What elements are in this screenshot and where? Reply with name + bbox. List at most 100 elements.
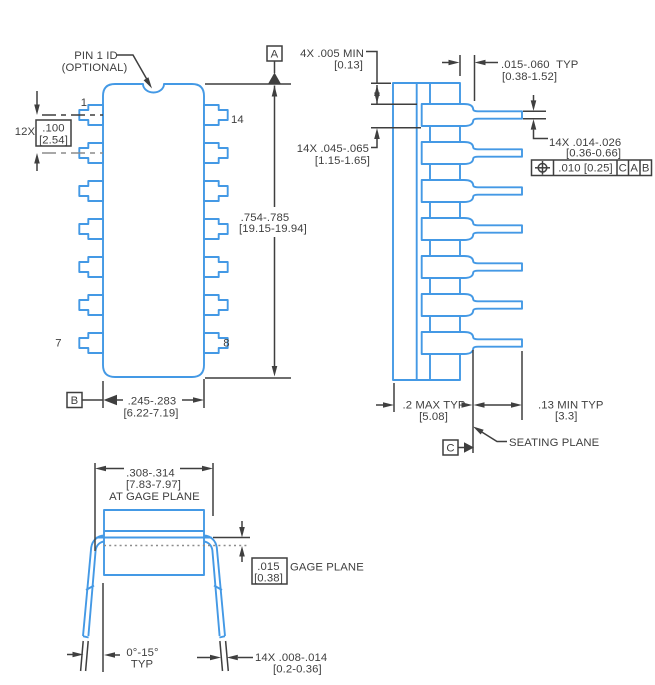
arrowhead-left xyxy=(474,59,486,66)
pin-number-8: 8 xyxy=(223,338,229,350)
arrowhead-left xyxy=(95,465,106,472)
arrowhead-left xyxy=(226,654,238,661)
pin xyxy=(203,180,229,202)
arrowhead-down xyxy=(530,100,537,111)
spread-dim-inch: .308-.314 xyxy=(126,468,175,480)
lead-angle-note: TYP xyxy=(131,659,153,671)
ext-line xyxy=(79,640,84,672)
body-depth-mm: [5.08] xyxy=(419,411,448,423)
arrowhead-right xyxy=(193,397,204,403)
pitch-dim-box xyxy=(35,119,72,147)
end-body-outline xyxy=(103,509,205,576)
pin xyxy=(203,256,229,278)
lead xyxy=(420,331,523,355)
seating-plane-label: SEATING PLANE xyxy=(509,437,600,449)
lead xyxy=(420,141,523,165)
lead-thick-label: 14X .045-.065 xyxy=(297,143,369,155)
body-depth-label: .2 MAX TYP xyxy=(403,400,466,412)
gage-plane-label: GAGE PLANE xyxy=(290,562,364,574)
pin xyxy=(78,256,104,278)
arrowhead-down xyxy=(374,92,380,104)
front-right-pins xyxy=(203,104,229,354)
arrowhead-right xyxy=(202,465,213,472)
lead xyxy=(420,255,523,279)
length-dim-mm: [19.15-19.94] xyxy=(239,223,307,235)
pin-number-14: 14 xyxy=(231,114,244,126)
side-view: 4X .005 MIN [0.13] 14X .045-.065 [1.15-1… xyxy=(297,48,653,456)
arrowhead-up xyxy=(374,128,380,139)
fcf-datum-2: A xyxy=(630,163,638,175)
lead-len-mm: [3.3] xyxy=(555,411,577,423)
lead-width-mm: [0.36-0.66] xyxy=(566,148,621,160)
lead-width-leader xyxy=(532,129,548,140)
lead xyxy=(420,217,523,241)
right-lead-tip xyxy=(219,635,226,639)
pitch-count-label: 12X xyxy=(15,126,36,138)
pin1-id-leader xyxy=(117,54,148,80)
pitch-dim-inch: .100 xyxy=(42,123,64,135)
pin-number-1: 1 xyxy=(81,97,87,109)
spread-dim-note: AT GAGE PLANE xyxy=(109,491,200,503)
feature-control-frame: .010 [0.25] C A B xyxy=(530,159,653,177)
pin-number-7: 7 xyxy=(55,338,61,350)
fcf-tolerance: .010 [0.25] xyxy=(558,163,613,175)
lead xyxy=(420,103,523,127)
arrowhead-left xyxy=(104,652,115,658)
ext-line xyxy=(219,640,224,672)
seating-leader xyxy=(480,430,507,443)
pin xyxy=(78,180,104,202)
datum-b-triangle xyxy=(103,394,117,406)
right-lead-inner xyxy=(203,540,221,637)
arrowhead-right xyxy=(383,402,394,408)
fcf-datum-3: B xyxy=(642,163,650,175)
arrowhead-right xyxy=(461,402,473,408)
pin xyxy=(203,142,229,164)
gage-dim-inch: .015 xyxy=(257,561,279,573)
end-lead-width-label: 14X .008-.014 xyxy=(255,652,327,664)
arrowhead-right xyxy=(448,59,460,66)
lead xyxy=(420,293,523,317)
length-dim-inch: .754-.785 xyxy=(241,212,290,224)
width-dim-mm: [6.22-7.19] xyxy=(123,408,178,420)
width-dim-inch: .245-.283 xyxy=(128,396,177,408)
shoulder-dim-mm: [0.38-1.52] xyxy=(502,71,557,83)
arrowhead-down xyxy=(239,527,245,538)
arrowhead-right xyxy=(72,651,84,658)
fcf-datum-1: C xyxy=(619,163,627,175)
front-left-pins xyxy=(78,104,104,354)
datum-c-label: C xyxy=(446,443,454,455)
datum-a-label: A xyxy=(271,49,279,61)
front-body-outline xyxy=(102,83,205,378)
lead-thick-leader xyxy=(371,139,378,149)
arrowhead-down xyxy=(271,366,278,377)
datum-c-triangle xyxy=(464,442,474,453)
datum-b-label: B xyxy=(71,395,79,407)
left-lead-tip xyxy=(82,635,89,639)
gage-dim-mm: [0.38] xyxy=(254,573,283,585)
end-view: .308-.314 [7.83-7.97] AT GAGE PLANE .015… xyxy=(67,463,364,676)
lead-angle-label: 0°-15° xyxy=(126,647,158,659)
pin xyxy=(203,218,229,240)
spread-dim-mm: [7.83-7.97] xyxy=(126,479,181,491)
position-tolerance-icon xyxy=(535,161,550,175)
pin xyxy=(203,104,229,126)
lead-len-label: .13 MIN TYP xyxy=(538,400,604,412)
pin xyxy=(78,332,104,354)
arrowhead-up xyxy=(239,546,245,557)
pin1-id-optional-label: (OPTIONAL) xyxy=(62,62,128,74)
pin1-id-label: PIN 1 ID xyxy=(74,50,118,62)
datum-a-triangle xyxy=(268,72,281,84)
ext-line xyxy=(224,640,230,672)
fcf-outline xyxy=(530,159,653,177)
standoff-dim-label: 4X .005 MIN xyxy=(300,48,364,60)
arrowhead-up xyxy=(530,119,537,130)
ext-line xyxy=(84,640,89,672)
gage-dim-box xyxy=(251,557,288,585)
arrowhead-down xyxy=(34,104,40,115)
end-lead-width-mm: [0.2-0.36] xyxy=(273,664,322,676)
standoff-dim-mm: [0.13] xyxy=(334,60,363,72)
left-lead-break-tick xyxy=(85,584,95,591)
pin xyxy=(203,332,229,354)
